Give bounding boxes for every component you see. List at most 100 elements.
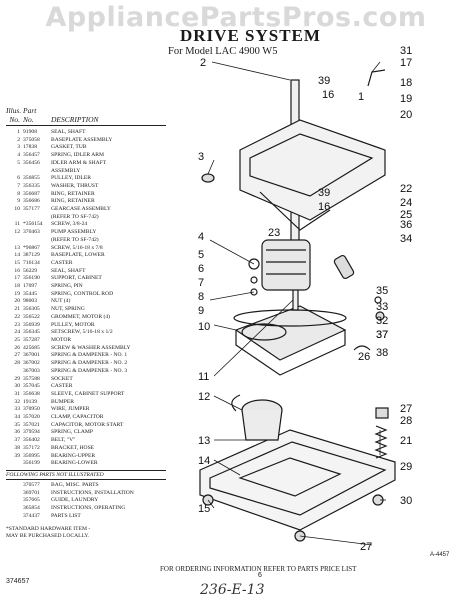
part-description: PULLEY, MOTOR	[51, 321, 95, 328]
part-no: 370463	[23, 229, 40, 236]
retainer-ring	[250, 288, 258, 296]
part-description: IDLER ARM & SHAFT	[51, 159, 107, 166]
part-no: 716134	[23, 259, 40, 266]
illus-no: 14	[14, 252, 20, 259]
part-description: SOCKET	[51, 375, 73, 382]
callout-28: 28	[400, 415, 412, 427]
part-description: SPRING, CLAMP	[51, 429, 93, 436]
illus-no: 22	[14, 313, 20, 320]
part-description: BEARING-UPPER	[51, 452, 96, 459]
callout-25: 25	[400, 209, 412, 221]
parts-list-header: Illus. Part No. No. DESCRIPTION	[6, 106, 166, 124]
page-title: DRIVE SYSTEM	[180, 26, 321, 45]
part-description: GUIDE, LAUNDRY	[51, 497, 99, 504]
part-no: 357588	[23, 375, 40, 382]
part-description: SCREW, 5/16-18 x 7/8	[51, 244, 103, 251]
illus-no: 4	[17, 152, 20, 159]
illus-no: 7	[17, 182, 20, 189]
part-no: 379594	[23, 429, 40, 436]
callout-38: 38	[376, 347, 388, 359]
part-no: *356154	[23, 221, 43, 228]
illus-no: 35	[14, 421, 20, 428]
part-no: 356939	[23, 321, 40, 328]
bumper	[375, 311, 385, 321]
callout-10: 10	[198, 321, 210, 333]
part-description: WIRE, JUMPER	[51, 406, 90, 413]
document-number: 374657	[6, 578, 30, 585]
lower-baseplate-rim	[209, 441, 387, 516]
leader-15	[207, 499, 215, 509]
baseplate-assembly-shape	[239, 119, 386, 221]
page-subtitle: For Model LAC 4900 W5	[168, 46, 278, 57]
leader-9	[209, 291, 255, 301]
not-illustrated-label: FOLLOWING PARTS NOT ILLUSTRATED	[6, 469, 166, 480]
callout-30: 30	[400, 495, 412, 507]
parts-table-row: 356199 BEARING-LOWER	[6, 460, 166, 468]
baseplate-leg	[259, 191, 331, 231]
footnote-line-1: *STANDARD HARDWARE ITEM -	[6, 526, 91, 533]
callout-15: 15	[198, 503, 210, 515]
part-no: *96867	[23, 244, 40, 251]
part-no: 356305	[23, 306, 40, 313]
illus-no: 19	[14, 290, 20, 297]
callout-31: 31	[400, 45, 412, 57]
callout-36: 36	[400, 219, 412, 231]
part-no: 356199	[23, 460, 40, 467]
callout-19: 19	[400, 93, 412, 105]
callout-39: 39	[318, 75, 330, 87]
callout-14: 14	[198, 455, 210, 467]
page-number: 6	[258, 572, 262, 579]
illus-no: 34	[14, 414, 20, 421]
part-no: 356686	[23, 198, 40, 205]
part-description: BASEPLATE ASSEMBLY	[51, 136, 113, 143]
lower-baseplate-center	[238, 457, 342, 497]
illus-no: 23	[14, 321, 20, 328]
callout-29: 29	[400, 461, 412, 473]
callout-18: 18	[400, 77, 412, 89]
part-no: 375058	[23, 136, 40, 143]
part-description: INSTRUCTIONS, OPERATING	[51, 505, 126, 512]
illus-no: 20	[14, 298, 20, 305]
leader-12	[213, 395, 243, 411]
illus-no: 24	[14, 329, 20, 336]
callout-27: 27	[400, 403, 412, 415]
illus-no: 38	[14, 444, 20, 451]
part-description: BEARING-LOWER	[51, 460, 98, 467]
v-belt	[233, 309, 347, 327]
part-no: 17838	[23, 144, 37, 151]
spring-dampener-shape	[374, 425, 388, 459]
part-description: SPRING, CONTROL ROD	[51, 290, 114, 297]
handwritten-note: 236-E-13	[200, 582, 265, 598]
part-description: RING, RETAINER	[51, 190, 95, 197]
cabinet-support-rod	[367, 69, 386, 87]
illus-no: 10	[14, 206, 20, 213]
part-no: 357021	[23, 421, 40, 428]
illus-no: 37	[14, 437, 20, 444]
parts-table-row: (REFER TO SF-742)	[6, 237, 166, 245]
baseplate-inner	[249, 133, 374, 197]
ordering-note: FOR ORDERING INFORMATION REFER TO PARTS …	[160, 565, 357, 573]
callout-1: 1	[358, 91, 364, 103]
part-no: 356457	[23, 152, 40, 159]
part-description: MOTOR	[51, 336, 72, 343]
header-no-illus: No.	[9, 115, 20, 124]
callout-37-repeat: 37	[376, 329, 388, 341]
